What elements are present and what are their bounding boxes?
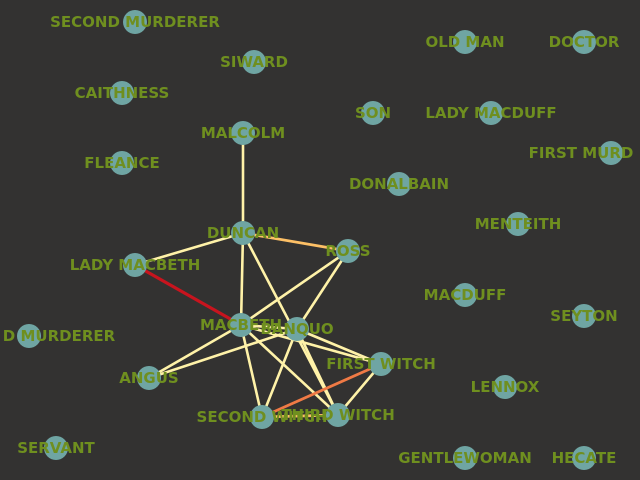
edge-banquo-second-witch	[260, 327, 299, 419]
node-donalbain[interactable]	[387, 172, 411, 196]
node-label-old-man: OLD MAN	[425, 33, 504, 51]
node-label-gentlewoman: GENTLEWOMAN	[398, 449, 532, 467]
node-label-fleance: FLEANCE	[84, 154, 159, 172]
node-second-witch[interactable]	[250, 405, 274, 429]
label-layer: SECOND MURDERER SIWARD OLD MAN DOCTOR CAITHN…	[3, 13, 634, 467]
edge-macbeth-angus	[147, 323, 243, 380]
node-label-siward: SIWARD	[220, 53, 288, 71]
edge-banquo-third-witch	[295, 327, 340, 417]
node-siward[interactable]	[242, 50, 266, 74]
node-malcolm[interactable]	[231, 121, 255, 145]
node-label-second-murderer: SECOND MURDERER	[50, 13, 220, 31]
node-third-witch[interactable]	[326, 403, 350, 427]
node-label-ross: ROSS	[325, 242, 370, 260]
node-label-duncan: DUNCAN	[207, 224, 279, 242]
edge-duncan-ross	[241, 231, 350, 253]
node-banquo[interactable]	[285, 317, 309, 341]
edge-ross-banquo	[295, 249, 350, 331]
node-label-lady-macduff: LADY MACDUFF	[425, 104, 556, 122]
node-label-first-witch: FIRST WITCH	[326, 355, 436, 373]
node-fleance[interactable]	[110, 151, 134, 175]
node-label-third-witch: THIRD WITCH	[281, 406, 395, 424]
node-third-murderer[interactable]	[17, 324, 41, 348]
edge-duncan-macbeth	[239, 231, 245, 327]
node-label-angus: ANGUS	[119, 369, 178, 387]
node-lennox[interactable]	[493, 375, 517, 399]
node-label-servant: SERVANT	[17, 439, 95, 457]
node-duncan[interactable]	[231, 221, 255, 245]
node-label-doctor: DOCTOR	[549, 33, 620, 51]
node-first-murderer[interactable]	[599, 141, 623, 165]
node-label-third-murderer: D MURDERER	[3, 327, 116, 345]
node-label-hecate: HECATE	[552, 449, 617, 467]
edge-first-witch-second-witch	[260, 362, 383, 419]
node-label-second-witch: SECOND WITCH	[197, 408, 328, 426]
edge-banquo-angus	[147, 327, 299, 380]
node-menteith[interactable]	[506, 212, 530, 236]
node-hecate[interactable]	[572, 446, 596, 470]
node-seyton[interactable]	[572, 304, 596, 328]
node-old-man[interactable]	[453, 30, 477, 54]
node-first-witch[interactable]	[369, 352, 393, 376]
node-label-banquo: BANQUO	[260, 320, 333, 338]
node-layer	[17, 10, 623, 470]
node-angus[interactable]	[137, 366, 161, 390]
node-label-first-murderer: FIRST MURD	[529, 144, 634, 162]
node-label-lennox: LENNOX	[471, 378, 540, 396]
node-second-murderer[interactable]	[123, 10, 147, 34]
node-caithness[interactable]	[110, 81, 134, 105]
edge-lady-macbeth-macbeth	[133, 263, 243, 327]
node-label-malcolm: MALCOLM	[201, 124, 285, 142]
node-lady-macduff[interactable]	[479, 101, 503, 125]
node-label-donalbain: DONALBAIN	[349, 175, 449, 193]
node-label-caithness: CAITHNESS	[75, 84, 170, 102]
edge-ross-macbeth	[239, 249, 350, 327]
node-label-lady-macbeth: LADY MACBETH	[70, 256, 201, 274]
node-son[interactable]	[361, 101, 385, 125]
edge-macbeth-second-witch	[239, 323, 264, 419]
node-label-menteith: MENTEITH	[475, 215, 562, 233]
node-servant[interactable]	[44, 436, 68, 460]
node-macbeth[interactable]	[229, 313, 253, 337]
node-label-seyton: SEYTON	[550, 307, 617, 325]
edge-macbeth-third-witch	[239, 323, 340, 417]
node-gentlewoman[interactable]	[453, 446, 477, 470]
node-ross[interactable]	[336, 239, 360, 263]
node-label-macbeth: MACBETH	[200, 316, 282, 334]
edge-duncan-lady-macbeth	[133, 231, 245, 267]
node-lady-macbeth[interactable]	[123, 253, 147, 277]
node-doctor[interactable]	[572, 30, 596, 54]
edge-second-witch-third-witch	[260, 413, 340, 419]
edge-macbeth-first-witch	[239, 323, 383, 366]
node-label-son: SON	[355, 104, 391, 122]
node-macduff[interactable]	[453, 283, 477, 307]
node-label-macduff: MACDUFF	[424, 286, 507, 304]
edge-banquo-first-witch	[295, 327, 383, 366]
